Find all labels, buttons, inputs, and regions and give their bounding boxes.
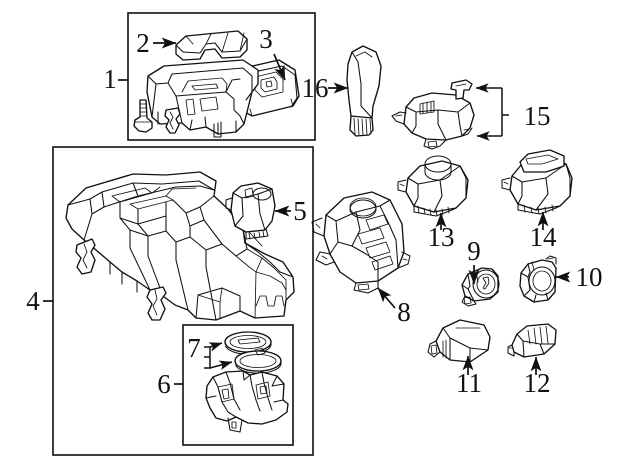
callout-label-7: 7 [187, 333, 201, 363]
leader-7-lower [209, 360, 233, 370]
callout-label-13: 13 [428, 222, 455, 252]
callout-label-14: 14 [530, 222, 558, 252]
part-cup-holder-ring-upper [224, 331, 272, 355]
leader-7-stem [204, 346, 211, 369]
part-auxiliary-socket-housing [519, 255, 557, 303]
part-shift-lever-knob [346, 45, 382, 137]
part-console-control-switch-panel [311, 191, 411, 294]
part-socket-cap-large [427, 319, 491, 363]
part-shift-bezel [391, 92, 475, 150]
callout-label-8: 8 [397, 297, 411, 327]
callout-label-10: 10 [576, 262, 603, 292]
part-cup-holder-insert [205, 370, 289, 433]
part-console-latch-switch [225, 182, 276, 240]
part-console-cap-cover [175, 30, 248, 61]
callout-label-11: 11 [456, 368, 482, 398]
part-trim-panel-screw [133, 99, 153, 133]
callout-label-16: 16 [302, 73, 329, 103]
callout-label-4: 4 [26, 286, 40, 316]
part-console-clip-left [75, 238, 96, 275]
part-console-clip-center [146, 286, 167, 321]
part-shift-release-button [450, 79, 473, 100]
part-console-body [65, 171, 295, 321]
callout-label-1: 1 [103, 64, 117, 94]
part-socket-cap-small [507, 323, 557, 358]
callout-label-2: 2 [136, 28, 150, 58]
callout-label-12: 12 [524, 368, 551, 398]
leader-3 [273, 53, 286, 81]
leader-15-stem [501, 88, 509, 136]
callout-label-3: 3 [259, 24, 273, 54]
callout-label-5: 5 [293, 196, 307, 226]
leader-8 [377, 287, 396, 309]
part-control-module-square-pad [501, 149, 573, 215]
leader-7-upper [208, 342, 223, 352]
part-trim-panel-clip [164, 107, 181, 134]
callout-label-9: 9 [467, 236, 481, 266]
callout-label-15: 15 [524, 101, 551, 131]
callout-label-6: 6 [157, 369, 171, 399]
